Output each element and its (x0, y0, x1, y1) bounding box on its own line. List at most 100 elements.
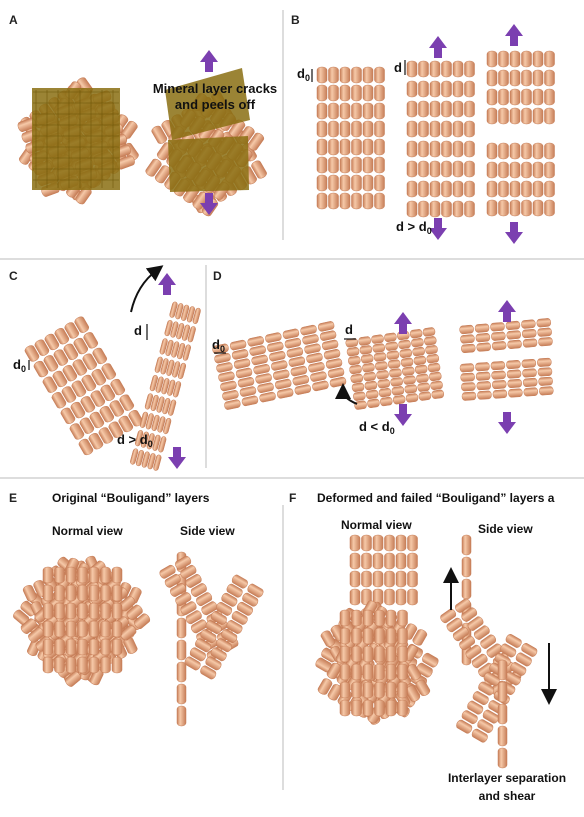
panel-b-stack-top-broken (486, 50, 555, 125)
fiber (316, 66, 328, 84)
fiber (350, 373, 364, 384)
fiber (316, 84, 328, 102)
fiber (387, 359, 401, 369)
fiber (362, 699, 374, 717)
fiber (475, 371, 491, 381)
fiber (406, 80, 418, 98)
panel-b-d0-sub: 0 (304, 73, 310, 83)
fiber (24, 345, 40, 362)
fiber (233, 358, 251, 369)
fiber (74, 316, 90, 333)
fiber (182, 344, 191, 361)
fiber (544, 107, 555, 125)
panel-b-illustration (316, 50, 555, 218)
fiber (257, 382, 274, 394)
fiber (328, 156, 339, 174)
fiber (374, 681, 385, 699)
fiber (486, 88, 498, 106)
fiber (349, 588, 361, 606)
fiber (486, 50, 498, 68)
fiber (384, 332, 397, 342)
fiber (374, 120, 385, 138)
fiber (395, 588, 407, 606)
fiber (54, 566, 65, 584)
fiber (327, 367, 345, 379)
fiber (43, 355, 59, 372)
fiber (242, 592, 259, 607)
fiber (42, 376, 58, 393)
fiber (111, 656, 123, 674)
fiber (461, 710, 478, 725)
fiber (71, 380, 87, 397)
fiber (377, 379, 391, 389)
fiber (385, 699, 397, 717)
fiber (385, 663, 397, 681)
fiber (88, 584, 100, 602)
fiber (506, 369, 522, 379)
fiber (120, 625, 137, 641)
fiber (282, 328, 300, 340)
fiber (294, 384, 311, 395)
fiber (532, 142, 544, 160)
fiber (412, 629, 428, 646)
fiber (351, 102, 362, 120)
fiber (185, 574, 202, 588)
fiber (358, 336, 371, 346)
fiber (467, 616, 484, 631)
panel-e-normal-view: Normal view (52, 524, 123, 538)
fiber (351, 627, 362, 645)
fiber (400, 357, 414, 367)
panel-label-f: F (289, 491, 297, 505)
fiber (152, 434, 161, 451)
panel-c-d0-label: d0 (13, 357, 26, 374)
fiber (200, 629, 217, 644)
panel-a-annotation: Mineral layer cracks and peels off (152, 81, 278, 112)
fiber (461, 607, 478, 622)
fiber (70, 401, 86, 419)
fiber (73, 337, 89, 355)
fiber (101, 363, 117, 380)
fiber (349, 570, 361, 588)
fiber (181, 324, 191, 341)
fiber (267, 341, 284, 353)
fiber (111, 638, 123, 656)
fiber (482, 709, 499, 724)
panel-b-stack-bottom-broken (486, 142, 555, 217)
fiber (149, 375, 158, 392)
fiber (441, 140, 452, 158)
fiber (269, 350, 286, 362)
fiber (339, 663, 351, 681)
fiber (486, 142, 498, 160)
fiber (81, 374, 97, 392)
fiber (349, 534, 361, 552)
fiber (72, 359, 88, 376)
fiber (364, 380, 378, 391)
fiber (480, 634, 497, 649)
panel-d-rotation-arrow (335, 383, 358, 405)
panel-f-side-bottom (497, 659, 508, 769)
fiber (536, 318, 552, 328)
fiber (210, 611, 227, 625)
fiber (374, 156, 385, 174)
fiber (537, 367, 553, 377)
fiber (180, 564, 197, 579)
fiber (201, 601, 218, 616)
panel-b-down-arrow (429, 218, 447, 240)
fiber (522, 338, 538, 348)
fiber (90, 390, 106, 407)
fiber (491, 370, 506, 380)
fiber (414, 364, 428, 375)
fiber (395, 570, 407, 588)
fiber (354, 400, 367, 410)
fiber (464, 100, 475, 118)
fiber (464, 80, 475, 98)
fiber (210, 647, 227, 662)
fiber (351, 66, 362, 84)
panel-f-caption-line2: and shear (478, 789, 536, 803)
fiber (88, 620, 100, 638)
fiber (351, 645, 362, 663)
panel-d-d0-main: d (212, 337, 220, 352)
panel-label-a: A (9, 13, 18, 27)
fiber (235, 367, 253, 379)
fiber (163, 417, 172, 435)
